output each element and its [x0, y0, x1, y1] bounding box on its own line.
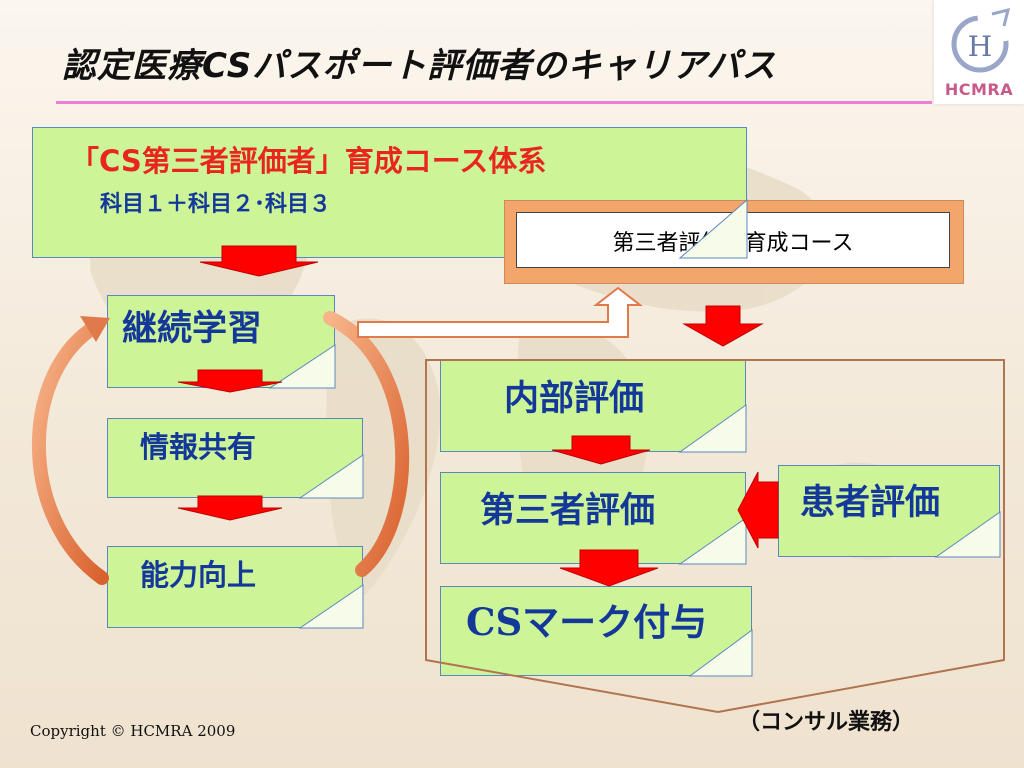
cs-mark-box: [440, 586, 752, 676]
logo-text: HCMRA: [944, 80, 1014, 99]
course-subjects: 科目１＋科目２･科目３: [100, 192, 332, 217]
consult-label: （コンサル業務）: [738, 710, 915, 735]
cycle-arrow-right-icon: [323, 311, 410, 577]
logo-emblem-icon: H: [951, 7, 1011, 73]
title-underline: [56, 101, 932, 104]
consult-bracket: [425, 359, 1005, 714]
copyright-text: Copyright © HCMRA 2009: [30, 722, 236, 740]
red-left-arrow-icon: [737, 471, 779, 549]
patient-evaluation-label: 患者評価: [800, 483, 941, 523]
info-sharing-label: 情報共有: [140, 430, 257, 464]
cycle-arrow-left-icon: [31, 323, 109, 585]
red-down-arrows: [177, 245, 764, 587]
page-title: 認定医療CSパスポート評価者のキャリアパス: [62, 46, 777, 86]
course-system-title: 「CS第三者評価者」育成コース体系: [70, 138, 546, 180]
internal-evaluation-label: 内部評価: [504, 379, 645, 419]
third-party-evaluation-label: 第三者評価: [480, 491, 656, 531]
third-party-evaluation-box: [440, 472, 746, 564]
cs-mark-label: CSマーク付与: [466, 600, 708, 644]
course-system-title-bracketed: 「CS第三者評価者」: [70, 144, 345, 178]
hcmra-logo: H HCMRA: [934, 0, 1024, 104]
svg-text:H: H: [968, 30, 992, 63]
page-curl-corners: [268, 198, 1001, 677]
cycle-arrowhead-left-icon: [80, 316, 110, 342]
connector-arrow-icon: [357, 286, 643, 338]
skill-improvement-label: 能力向上: [140, 558, 257, 592]
continuous-learning-label: 継続学習: [122, 309, 263, 349]
course-system-title-rest: 育成コース体系: [344, 144, 547, 178]
